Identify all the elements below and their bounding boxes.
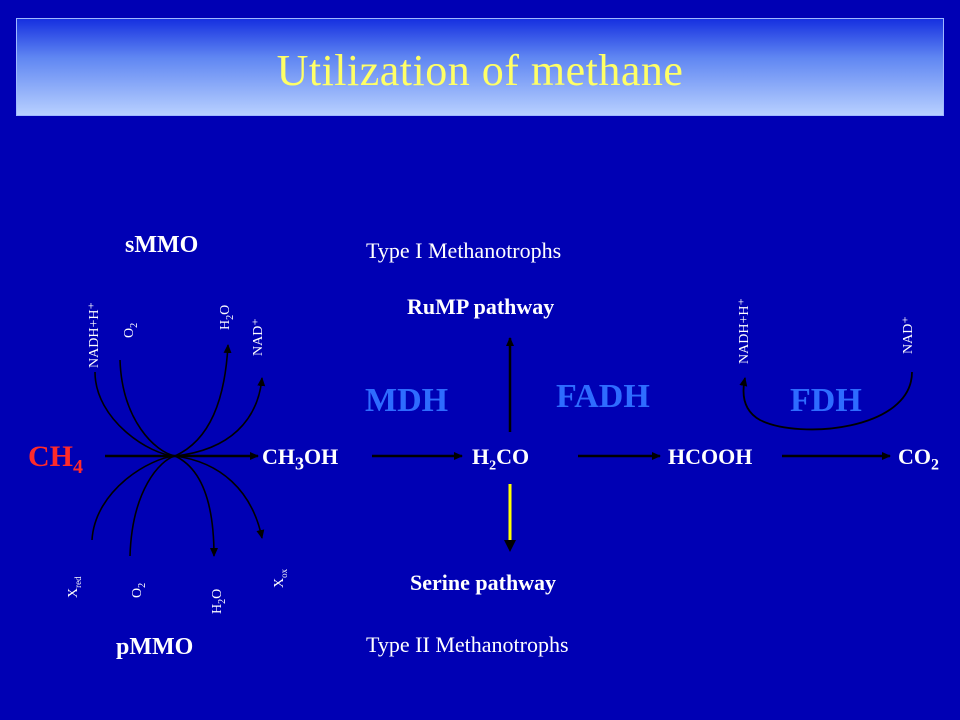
mdh-label: MDH bbox=[365, 382, 449, 419]
curve-o2-in bbox=[119, 359, 176, 457]
nadh-top-label: NADH+H⁺ bbox=[87, 302, 102, 368]
page-title: Utilization of methane bbox=[276, 46, 684, 95]
o2-bottom-label: O2 bbox=[130, 582, 148, 598]
curve-h2ob-out bbox=[174, 455, 218, 557]
serine-label: Serine pathway bbox=[410, 570, 557, 595]
curve-nadh-in bbox=[94, 371, 176, 457]
formaldehyde-label: H2CO bbox=[472, 444, 530, 474]
formic-acid-label: HCOOH bbox=[668, 444, 753, 469]
nadh-fdh-label: NADH+H⁺ bbox=[737, 298, 752, 364]
rump-label: RuMP pathway bbox=[407, 294, 555, 319]
curve-o2b-in bbox=[129, 455, 176, 557]
curve-xox-out bbox=[174, 455, 265, 539]
methanol-label: CH3OH bbox=[262, 444, 339, 474]
curve-h2o-out bbox=[174, 344, 232, 457]
pmmo-label: pMMO bbox=[116, 634, 194, 660]
fadh-label: FADH bbox=[556, 378, 650, 415]
co2-label: CO2 bbox=[898, 444, 939, 474]
ch4-label: CH4 bbox=[28, 440, 83, 478]
fdh-label: FDH bbox=[790, 382, 862, 419]
nad-fdh-label: NAD⁺ bbox=[901, 316, 916, 354]
smmo-label: sMMO bbox=[125, 232, 199, 258]
h2o-bottom-label: H2O bbox=[210, 588, 228, 614]
title-banner: Utilization of methane bbox=[16, 18, 944, 116]
o2-top-label: O2 bbox=[122, 322, 140, 338]
nad-top-label: NAD⁺ bbox=[251, 318, 266, 356]
curve-nad-out bbox=[174, 377, 266, 457]
h2o-top-label: H2O bbox=[218, 304, 236, 330]
curve-xred-in bbox=[91, 455, 176, 541]
type1-label: Type I Methanotrophs bbox=[366, 238, 562, 263]
xred-label: Xred bbox=[66, 576, 83, 598]
xox-label: Xox bbox=[272, 568, 289, 588]
type2-label: Type II Methanotrophs bbox=[366, 632, 569, 657]
curve-fdh-nad bbox=[739, 371, 913, 431]
